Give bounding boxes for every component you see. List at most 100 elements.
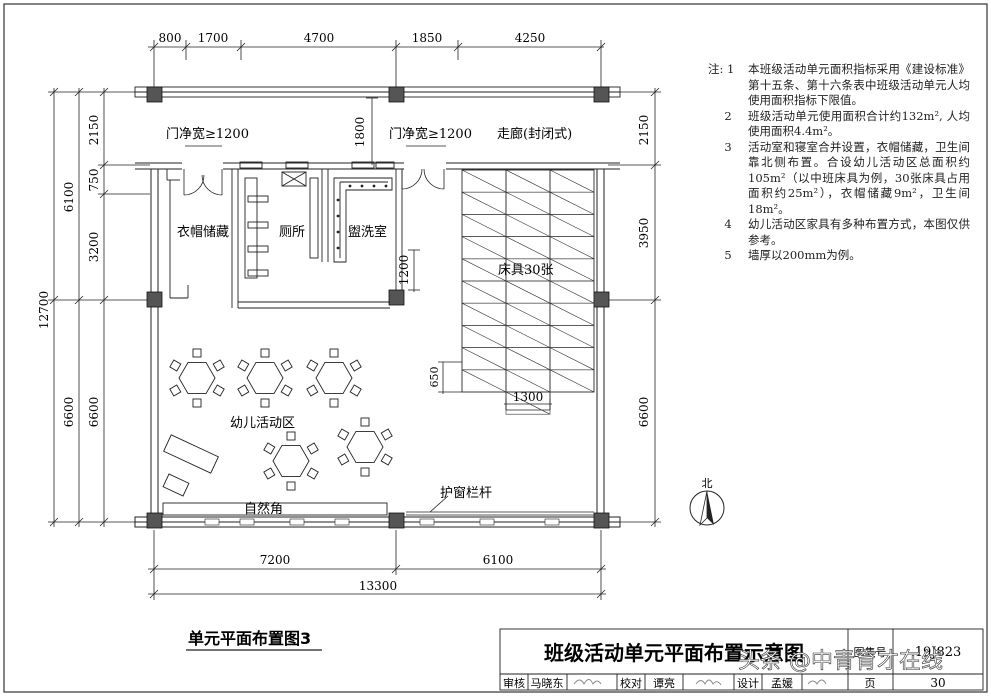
dim-top-0: 800 bbox=[159, 31, 182, 45]
north-arrow-icon bbox=[689, 490, 725, 527]
note-text: 活动室和寝室合并设置，衣帽储藏，卫生间靠北侧布置。合设幼儿活动区总面积约105m… bbox=[748, 139, 970, 216]
chair bbox=[337, 453, 350, 466]
note-text: 墙厚以200mm为例。 bbox=[748, 248, 861, 262]
bed-diagonal bbox=[461, 347, 507, 371]
bed-diagonal bbox=[505, 347, 551, 371]
dim-left-inner-1: 750 bbox=[87, 169, 101, 192]
chair bbox=[212, 359, 225, 372]
tb-reviewer-name: 马晓东 bbox=[531, 677, 564, 690]
bed-diagonal bbox=[549, 302, 595, 326]
dim-right-0: 2150 bbox=[637, 115, 651, 146]
bed-diagonal bbox=[505, 280, 551, 304]
reading-bench bbox=[162, 434, 219, 497]
bed-cells bbox=[461, 169, 595, 415]
bed-diagonal bbox=[461, 280, 507, 304]
chair bbox=[192, 348, 202, 358]
bed-diagonal bbox=[461, 214, 507, 237]
bed-diagonal bbox=[461, 169, 507, 193]
dim-right-1: 3950 bbox=[637, 218, 651, 249]
washroom-door bbox=[401, 168, 445, 190]
note-text: 班级活动单元使用面积合计约132m², 人均使用面积4.4m²。 bbox=[748, 108, 970, 139]
toilet-label: 厕所 bbox=[279, 225, 305, 240]
dim-left-upper: 6100 bbox=[62, 182, 76, 213]
chair bbox=[306, 467, 319, 480]
bed-diagonal bbox=[549, 347, 595, 371]
chair bbox=[263, 467, 276, 480]
tb-checker-label: 校对 bbox=[620, 676, 642, 690]
cloakroom-walls bbox=[166, 169, 239, 308]
bed-diagonal bbox=[461, 191, 507, 215]
plan-title: 单元平面布置图3 bbox=[188, 629, 311, 648]
bed-diagonal bbox=[549, 169, 595, 193]
dim-top-2: 4700 bbox=[304, 31, 335, 45]
sheet-border bbox=[3, 3, 988, 693]
chair bbox=[380, 428, 393, 441]
window-rail bbox=[406, 495, 594, 516]
right-dimension-chain bbox=[608, 87, 661, 527]
bed-diagonal bbox=[505, 391, 551, 415]
dim-bottom-right: 6100 bbox=[483, 553, 514, 567]
dim-left-lower: 6600 bbox=[62, 397, 76, 428]
toilet-room bbox=[238, 161, 390, 309]
note-number: 2 bbox=[724, 108, 732, 123]
activity-area-label: 幼儿活动区 bbox=[230, 416, 295, 431]
bed-diagonal bbox=[505, 369, 551, 393]
atlas-number: 19J823 bbox=[915, 645, 962, 660]
bed-diagonal bbox=[549, 258, 595, 282]
bed-diagonal bbox=[549, 214, 595, 237]
tb-designer-label: 设计 bbox=[737, 677, 759, 690]
bottom-dimension-chain bbox=[148, 530, 606, 600]
north-window-wall bbox=[134, 86, 621, 98]
bed-diagonal bbox=[461, 302, 507, 326]
signature-marks bbox=[573, 679, 827, 686]
hex-table-group bbox=[337, 417, 393, 477]
dim-top-4: 4250 bbox=[515, 31, 546, 45]
dim-left-total: 12700 bbox=[37, 291, 51, 329]
corridor-gap-dim: 1800 bbox=[353, 117, 367, 148]
chair bbox=[260, 398, 270, 408]
note-item: 2 班级活动单元使用面积合计约132m², 人均使用面积4.4m²。 bbox=[708, 109, 970, 140]
top-dimension-chain bbox=[148, 40, 606, 90]
chair bbox=[192, 398, 202, 408]
chair bbox=[329, 348, 339, 358]
bed-diagonal bbox=[461, 258, 507, 282]
door-width-right-label: 门净宽≥1200 bbox=[389, 126, 472, 142]
note-number: 4 bbox=[724, 217, 732, 231]
chair bbox=[306, 359, 319, 372]
dim-bottom-left: 7200 bbox=[260, 553, 291, 567]
bed-diagonal bbox=[505, 236, 551, 260]
chair bbox=[306, 384, 319, 397]
note-number: 3 bbox=[724, 139, 732, 154]
chair bbox=[212, 384, 225, 397]
dim-left-inner-0: 2150 bbox=[87, 115, 101, 146]
cloakroom-double-door bbox=[183, 169, 223, 196]
left-dimension-chain bbox=[48, 87, 150, 527]
beds-label: 床具30张 bbox=[498, 263, 554, 278]
tb-designer-name: 孟媛 bbox=[771, 676, 793, 690]
bed-diagonal bbox=[461, 236, 507, 260]
activity-tables bbox=[169, 348, 393, 491]
chair bbox=[337, 428, 350, 441]
bed-diagonal bbox=[549, 369, 595, 393]
bed-cell bbox=[549, 369, 595, 393]
bed-area bbox=[461, 169, 595, 411]
bed-diagonal bbox=[505, 169, 551, 193]
chair bbox=[286, 481, 296, 491]
cloakroom-label: 衣帽储藏 bbox=[177, 224, 229, 240]
dim-left-inner-2: 3200 bbox=[87, 232, 101, 263]
chair bbox=[169, 359, 182, 372]
hex-table-group bbox=[306, 348, 362, 408]
chair bbox=[329, 398, 339, 408]
note-item: 4 幼儿活动区家具有多种布置方式，本图仅供参考。 bbox=[708, 217, 970, 248]
title-block-title: 班级活动单元平面布置示意图 bbox=[544, 641, 804, 665]
bed-diagonal bbox=[505, 258, 551, 282]
atlas-label: 图集号 bbox=[854, 645, 887, 659]
wash-gap-dim: 1200 bbox=[397, 255, 411, 286]
chair bbox=[286, 431, 296, 441]
bed-dimension-marks bbox=[185, 97, 552, 410]
note-text: 幼儿活动区家具有多种布置方式，本图仅供参考。 bbox=[748, 217, 970, 247]
